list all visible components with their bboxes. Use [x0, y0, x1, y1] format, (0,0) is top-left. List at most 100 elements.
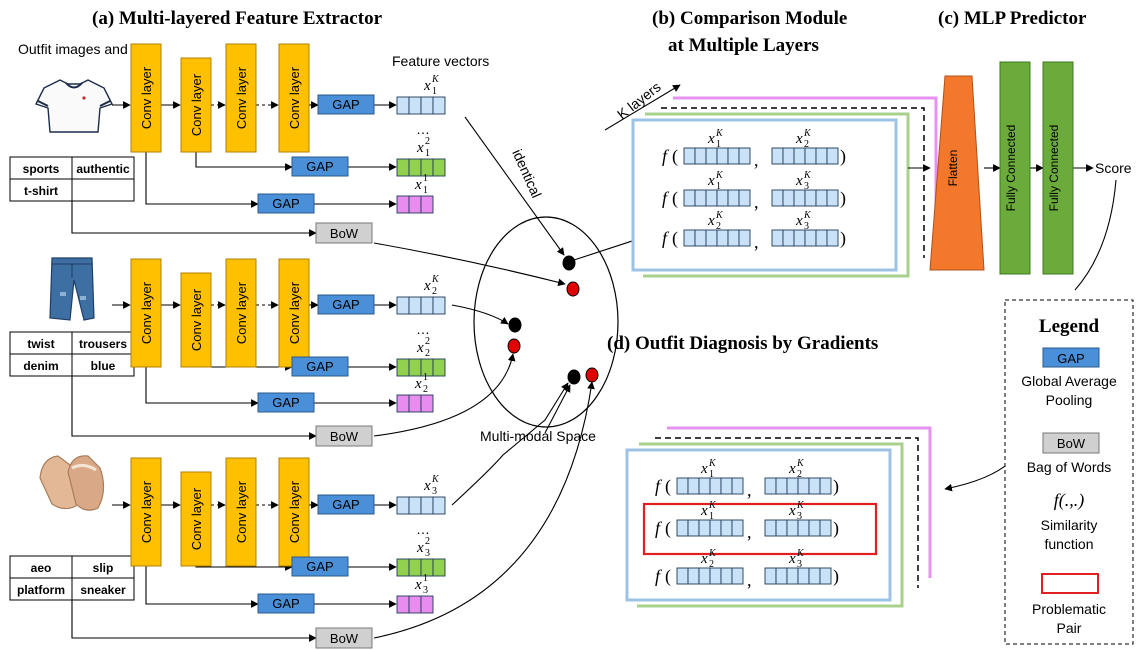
- row-3-l1-path: [145, 566, 259, 608]
- svg-text:x: x: [416, 140, 424, 156]
- svg-text:f: f: [662, 146, 670, 166]
- row-2-conv-3-label: Conv layer: [234, 281, 249, 344]
- svg-text:3: 3: [804, 221, 809, 232]
- svg-text:K: K: [431, 74, 440, 85]
- row-2-conv-3: [225, 258, 257, 368]
- row-1-gap-2: [291, 156, 349, 177]
- svg-text:f: f: [662, 228, 670, 248]
- svg-text:K: K: [715, 170, 724, 181]
- svg-text:(: (: [672, 146, 678, 167]
- legend-problem-swatch: [1041, 573, 1099, 594]
- svg-text:2: 2: [709, 559, 714, 570]
- compare-frames-dashed: [661, 107, 925, 258]
- row-2-conv-2: [180, 272, 212, 368]
- row-2-gap-1-label: GAP: [272, 395, 299, 410]
- row-1-l2-path: [195, 152, 293, 171]
- svg-text:(: (: [665, 566, 671, 587]
- row-3-bow-label: BoW: [330, 631, 359, 646]
- row-1-gap-k-label: GAP: [332, 97, 359, 112]
- mm-pointer-1: [544, 384, 571, 434]
- row-1-gap-2-label: GAP: [306, 159, 333, 174]
- row-1-vec-1: [396, 195, 434, 214]
- row-2-gap-2: [291, 356, 349, 377]
- svg-text:K: K: [431, 274, 440, 285]
- identical-label: identical: [509, 147, 545, 200]
- svg-text:x: x: [700, 503, 708, 519]
- svg-text:x: x: [700, 461, 708, 477]
- svg-text:(: (: [665, 518, 671, 539]
- svg-text:3: 3: [797, 511, 802, 522]
- tag-table-jeans-cell-2: denim: [23, 359, 58, 373]
- row-2-vec-1: [396, 394, 434, 413]
- legend-title: Legend: [1039, 316, 1100, 337]
- row-3-bow-path: [71, 600, 317, 642]
- row-2-l1-path: [145, 367, 259, 407]
- svg-text:1: 1: [709, 469, 714, 480]
- svg-text:1: 1: [423, 372, 428, 383]
- row-2-gap-2-label: GAP: [306, 359, 333, 374]
- row-3-conv-2-label: Conv layer: [189, 487, 204, 550]
- svg-text:x: x: [416, 340, 424, 356]
- tag-table-jeans-cell-1: trousers: [79, 337, 127, 351]
- title-b-1: (b) Comparison Module: [652, 8, 847, 29]
- diagnosis-frames-green: [637, 442, 904, 608]
- svg-text:K: K: [431, 474, 440, 485]
- svg-text:1: 1: [423, 573, 428, 584]
- svg-text:x: x: [788, 503, 796, 519]
- row-2-conv-4-label: Conv layer: [287, 281, 302, 344]
- compare-frames-green: [643, 112, 910, 278]
- identical-arrow: [464, 116, 565, 256]
- k-layers-arrow: [604, 84, 681, 131]
- dot-jeans-text: [507, 338, 521, 354]
- svg-text:x: x: [414, 177, 422, 193]
- legend-prob-desc-1: Problematic: [1032, 601, 1106, 617]
- svg-text:K: K: [708, 458, 717, 469]
- svg-text:2: 2: [425, 348, 430, 359]
- svg-text:x: x: [416, 540, 424, 556]
- row-2-vec-k: [396, 296, 446, 315]
- row-1-gap-1: [257, 193, 315, 214]
- svg-text:2: 2: [425, 336, 430, 347]
- tag-table-tshirt-cell-2: t-shirt: [24, 184, 58, 198]
- dot-tshirt-text: [566, 281, 580, 297]
- row-3-gap-k: [317, 494, 375, 515]
- row-1-conv-4: [278, 43, 310, 153]
- svg-text:x: x: [795, 173, 803, 189]
- svg-text:3: 3: [804, 181, 809, 192]
- svg-text:2: 2: [797, 469, 802, 480]
- svg-text:K: K: [715, 210, 724, 221]
- legend-bow-desc: Bag of Words: [1027, 459, 1112, 475]
- flatten-block: [929, 75, 985, 271]
- svg-text:x: x: [423, 78, 431, 94]
- legend-sim-symbol: f(.,.): [1054, 490, 1085, 511]
- legend-bow-label: BoW: [1057, 436, 1086, 451]
- svg-text:): ): [840, 146, 846, 167]
- svg-text:3: 3: [432, 486, 437, 497]
- tag-table-tshirt-cell-0: sports: [23, 162, 60, 176]
- tag-table-shoes-cell-2: platform: [17, 583, 65, 597]
- svg-text:x: x: [795, 213, 803, 229]
- row-3-conv-3: [225, 457, 257, 567]
- svg-text:2: 2: [804, 139, 809, 150]
- row-1-dots: …: [416, 121, 430, 137]
- svg-text:1: 1: [425, 148, 430, 159]
- multimodal-label: Multi-modal Space: [480, 428, 596, 444]
- dot-shoes-text: [585, 367, 599, 383]
- svg-text:,: ,: [754, 192, 759, 212]
- row-1-conv-3: [225, 43, 257, 153]
- tag-table-shoes-cell-0: aeo: [31, 561, 52, 575]
- legend-to-diagnosis: [944, 461, 1011, 492]
- row-3-gap-k-label: GAP: [332, 497, 359, 512]
- tag-table-jeans-cell-0: twist: [27, 337, 54, 351]
- outfit-images-label: Outfit images and tags: [18, 41, 158, 57]
- svg-text:x: x: [707, 131, 715, 147]
- svg-text:x: x: [414, 577, 422, 593]
- title-d: (d) Outfit Diagnosis by Gradients: [607, 333, 878, 354]
